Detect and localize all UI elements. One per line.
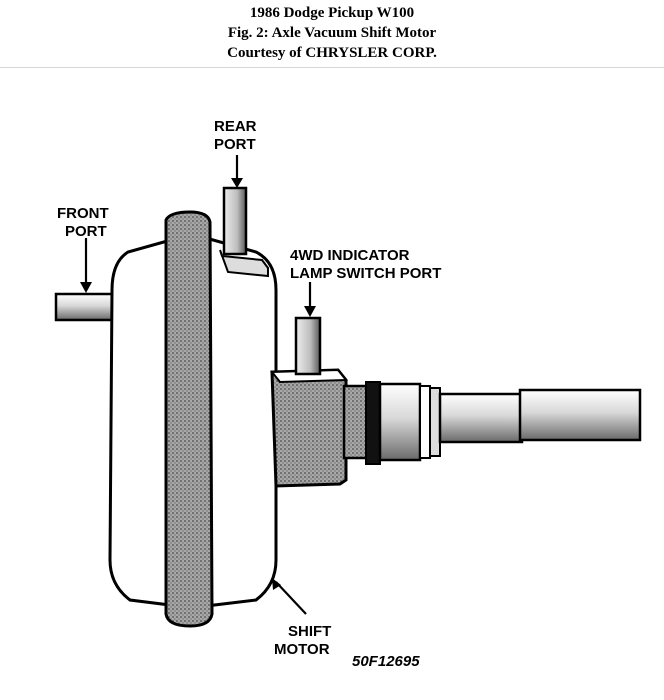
rear-port-label-line2: PORT	[214, 136, 256, 153]
shift-motor-label-line1: SHIFT	[288, 623, 331, 640]
front-port-tube	[54, 292, 120, 322]
front-port-label-line2: PORT	[65, 223, 107, 240]
rear-port-tube	[219, 186, 269, 278]
indicator-port-tube	[294, 316, 322, 376]
motor-housing	[108, 236, 278, 608]
indicator-port-arrowhead	[304, 306, 316, 317]
shift-motor-arrowhead	[272, 578, 281, 590]
shift-motor-leader	[275, 581, 307, 615]
header-vehicle: 1986 Dodge Pickup W100	[249, 5, 415, 21]
indicator-port-label-line2: LAMP SWITCH PORT	[290, 265, 441, 282]
header-divider	[0, 67, 664, 68]
leader-lines	[84, 155, 312, 615]
front-port-arrowhead	[80, 282, 92, 293]
figure-header: 1986 Dodge Pickup W100 Fig. 2: Axle Vacu…	[0, 0, 664, 66]
header-credit: Courtesy of CHRYSLER CORP.	[227, 45, 437, 61]
collar-rings	[342, 381, 441, 465]
side-boss	[269, 368, 349, 488]
shift-motor-label-line2: MOTOR	[274, 641, 330, 658]
header-figure-title: Fig. 2: Axle Vacuum Shift Motor	[227, 25, 437, 41]
indicator-port-label-line1: 4WD INDICATOR	[290, 247, 410, 264]
rear-port-arrowhead	[231, 178, 243, 188]
flange-band	[164, 210, 214, 628]
front-port-label-line1: FRONT	[57, 205, 109, 222]
figure-code: 50F12695	[352, 653, 420, 670]
rear-port-label-line1: REAR	[214, 118, 257, 135]
shift-shaft	[438, 388, 642, 444]
